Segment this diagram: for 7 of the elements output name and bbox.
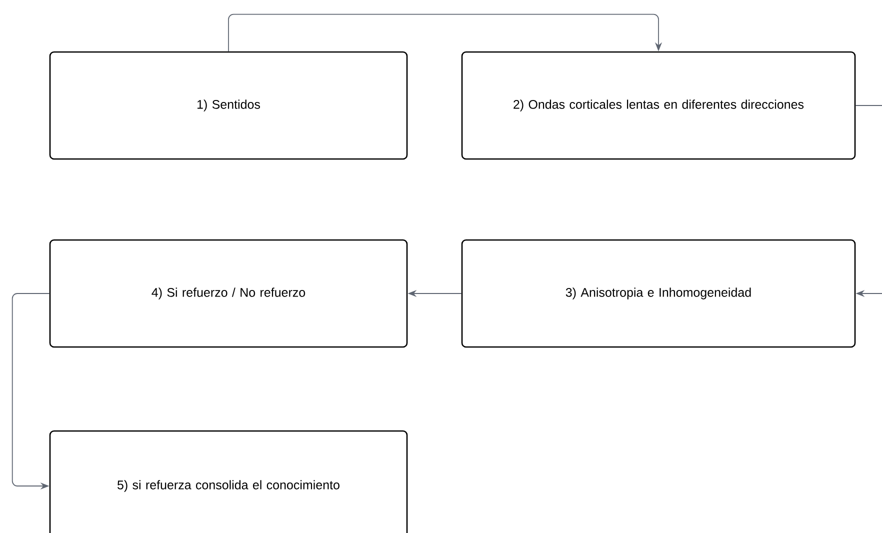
- process-box: 1) Sentidos: [49, 51, 408, 160]
- arrow: [228, 14, 662, 52]
- process-box: 4) Si refuerzo / No refuerzo: [49, 239, 408, 348]
- arrow: [855, 105, 882, 298]
- process-box: 3) Anisotropia e Inhomogeneidad: [461, 239, 856, 348]
- process-box: 2) Ondas corticales lentas en diferentes direcciones: [461, 51, 856, 160]
- process-box: 5) si refuerza consolida el conocimiento: [49, 430, 408, 533]
